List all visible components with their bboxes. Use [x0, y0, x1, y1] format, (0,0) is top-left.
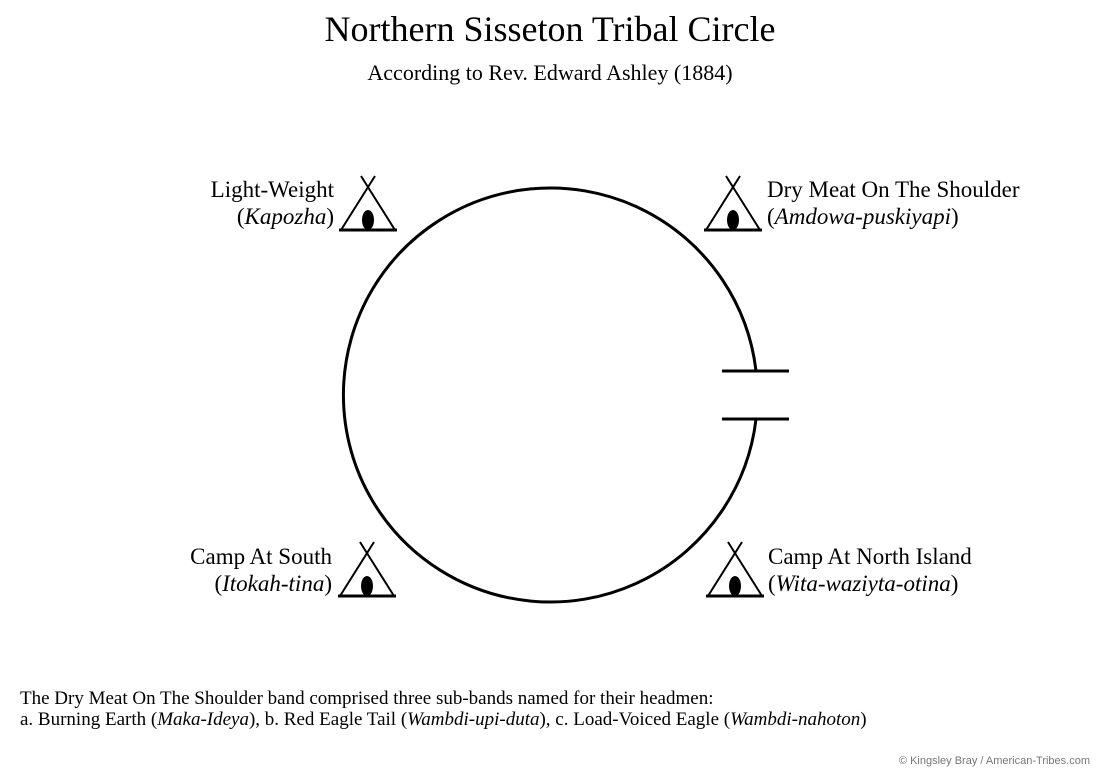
diagram-subtitle: According to Rev. Edward Ashley (1884) — [367, 60, 733, 85]
band-native-name: (Kapozha) — [236, 204, 334, 229]
band-label-light-weight: Light-Weight (Kapozha) — [211, 176, 334, 230]
band-label-camp-at-south: Camp At South (Itokah-tina) — [190, 543, 332, 597]
band-name: Camp At South — [190, 544, 332, 569]
subband-text: ) — [860, 709, 867, 730]
band-native-name: (Itokah-tina) — [214, 571, 332, 596]
band-native-name: (Wita-waziyta-otina) — [768, 571, 959, 596]
native-name: Wambdi-nahoton — [730, 709, 861, 730]
native-name: Amdowa-puskiyapi — [774, 204, 951, 229]
band-name: Camp At North Island — [768, 544, 972, 569]
subband-text: b. Red Eagle Tail ( — [264, 709, 408, 730]
tipi-icon — [339, 175, 397, 232]
tipi-icon — [704, 175, 762, 232]
band-label-dry-meat: Dry Meat On The Shoulder (Amdowa-puskiya… — [767, 176, 1020, 230]
footnote-line: The Dry Meat On The Shoulder band compri… — [20, 688, 714, 709]
subband-text: a. Burning Earth ( — [20, 709, 158, 730]
diagram-title: Northern Sisseton Tribal Circle — [324, 9, 776, 49]
native-name: Itokah-tina — [222, 571, 325, 596]
subbands-line: a. Burning Earth (Maka-Ideya), b. Red Ea… — [20, 709, 867, 730]
subband-text: ), — [248, 709, 265, 730]
band-name: Dry Meat On The Shoulder — [767, 177, 1020, 202]
band-native-name: (Amdowa-puskiyapi) — [767, 204, 959, 229]
subband-text: c. Load-Voiced Eagle ( — [555, 709, 731, 730]
band-name: Light-Weight — [210, 177, 334, 202]
copyright-credit: © Kingsley Bray / American-Tribes.com — [898, 755, 1090, 767]
camp-circle — [342, 186, 758, 604]
native-name: Kapozha — [244, 204, 327, 229]
native-name: Maka-Ideya — [157, 709, 249, 730]
tipi-icon — [706, 541, 764, 598]
native-name: Wambdi-upi-duta — [407, 709, 540, 730]
subband-text: ), — [539, 709, 556, 730]
tipi-icon — [338, 541, 396, 598]
native-name: Wita-waziyta-otina — [775, 571, 951, 596]
footnote: The Dry Meat On The Shoulder band compri… — [20, 688, 867, 730]
band-label-camp-at-north-island: Camp At North Island (Wita-waziyta-otina… — [768, 543, 972, 597]
